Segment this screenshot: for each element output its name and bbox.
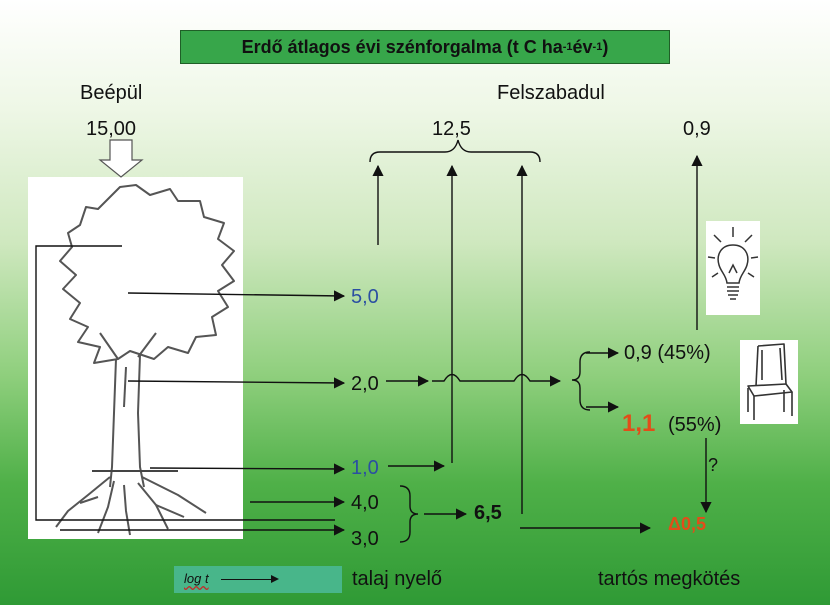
legend-box: log t	[174, 566, 342, 593]
header-right: Felszabadul	[497, 82, 605, 104]
split-brace	[571, 351, 591, 411]
value-delta: Δ0,5	[668, 514, 706, 534]
title-sup2: -1	[592, 41, 603, 53]
arrow-trunk-3	[432, 373, 562, 387]
chair-icon	[747, 343, 793, 420]
value-use2-pct: (55%)	[668, 414, 722, 436]
title-main: Erdő átlagos évi szénforgalma (t C ha	[241, 36, 563, 57]
value-crown: 5,0	[351, 286, 379, 308]
root-brace	[399, 485, 419, 543]
tree-drawing	[28, 177, 243, 539]
value-released-total: 12,5	[432, 118, 471, 140]
label-durable-binding: tartós megkötés	[598, 568, 741, 590]
value-root-top: 1,0	[351, 457, 379, 479]
input-arrow	[98, 139, 144, 178]
arrow-trunk	[127, 377, 346, 389]
bulb-picture	[706, 221, 760, 315]
value-input: 15,00	[86, 118, 137, 140]
title-end: )	[602, 36, 609, 57]
value-root-mid: 4,0	[351, 492, 379, 514]
label-soil-sink: talaj nyelő	[352, 568, 443, 590]
title-mid: év	[572, 36, 593, 57]
legend-text: log t	[184, 571, 209, 586]
legend-arrow	[221, 575, 279, 583]
tree-sketch	[55, 184, 235, 536]
chair-picture	[740, 340, 798, 424]
header-left: Beépül	[80, 82, 143, 104]
root-line-upper	[35, 245, 335, 521]
value-trunk: 2,0	[351, 373, 379, 395]
question-mark: ?	[708, 455, 719, 475]
value-root-low: 3,0	[351, 528, 379, 550]
value-use1: 0,9 (45%)	[624, 342, 711, 364]
arrow-crown	[127, 290, 346, 302]
top-brace	[369, 139, 541, 163]
title-sup1: -1	[562, 41, 573, 53]
lightbulb-icon	[707, 227, 759, 300]
value-released-right: 0,9	[683, 118, 711, 140]
value-sum: 6,5	[474, 502, 502, 524]
arrow-root-top	[149, 463, 346, 475]
value-use2: 1,1	[622, 410, 656, 437]
